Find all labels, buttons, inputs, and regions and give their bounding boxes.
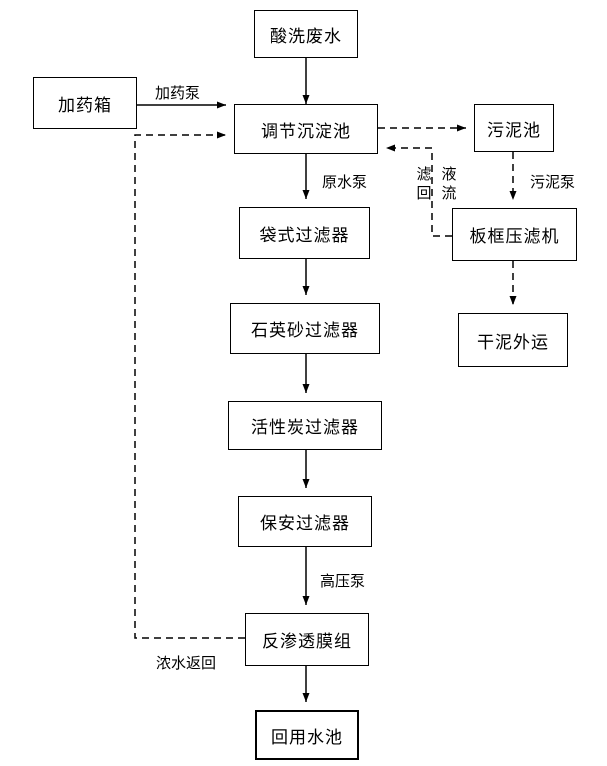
arrow-concentrate-return (134, 131, 245, 639)
concentrate-return-label: 浓水返回 (156, 654, 217, 672)
raw-water-pump-label: 原水泵 (322, 173, 368, 191)
filtrate-return-label-col2: 液流 (441, 165, 457, 202)
quartz-sand-filter-box: 石英砂过滤器 (230, 303, 380, 354)
dosing-tank-box: 加药箱 (33, 77, 137, 129)
dosing-pump-label: 加药泵 (155, 84, 201, 102)
bag-filter-box: 袋式过滤器 (239, 207, 370, 259)
arrow-filtrate-return (386, 144, 452, 237)
filtrate-return-label-col1: 滤回 (416, 165, 432, 202)
security-filter-box: 保安过滤器 (238, 496, 372, 547)
regulating-tank-box: 调节沉淀池 (234, 104, 378, 154)
sludge-tank-box: 污泥池 (474, 104, 554, 152)
activated-carbon-filter-box: 活性炭过滤器 (228, 401, 382, 450)
high-pressure-pump-label: 高压泵 (320, 572, 366, 590)
sludge-pump-label: 污泥泵 (530, 173, 576, 191)
acid-wastewater-box: 酸洗废水 (254, 10, 358, 58)
dry-sludge-out-box: 干泥外运 (458, 313, 568, 367)
plate-frame-press-box: 板框压滤机 (452, 208, 577, 261)
reuse-tank-box: 回用水池 (255, 710, 359, 760)
ro-membrane-box: 反渗透膜组 (245, 613, 369, 666)
